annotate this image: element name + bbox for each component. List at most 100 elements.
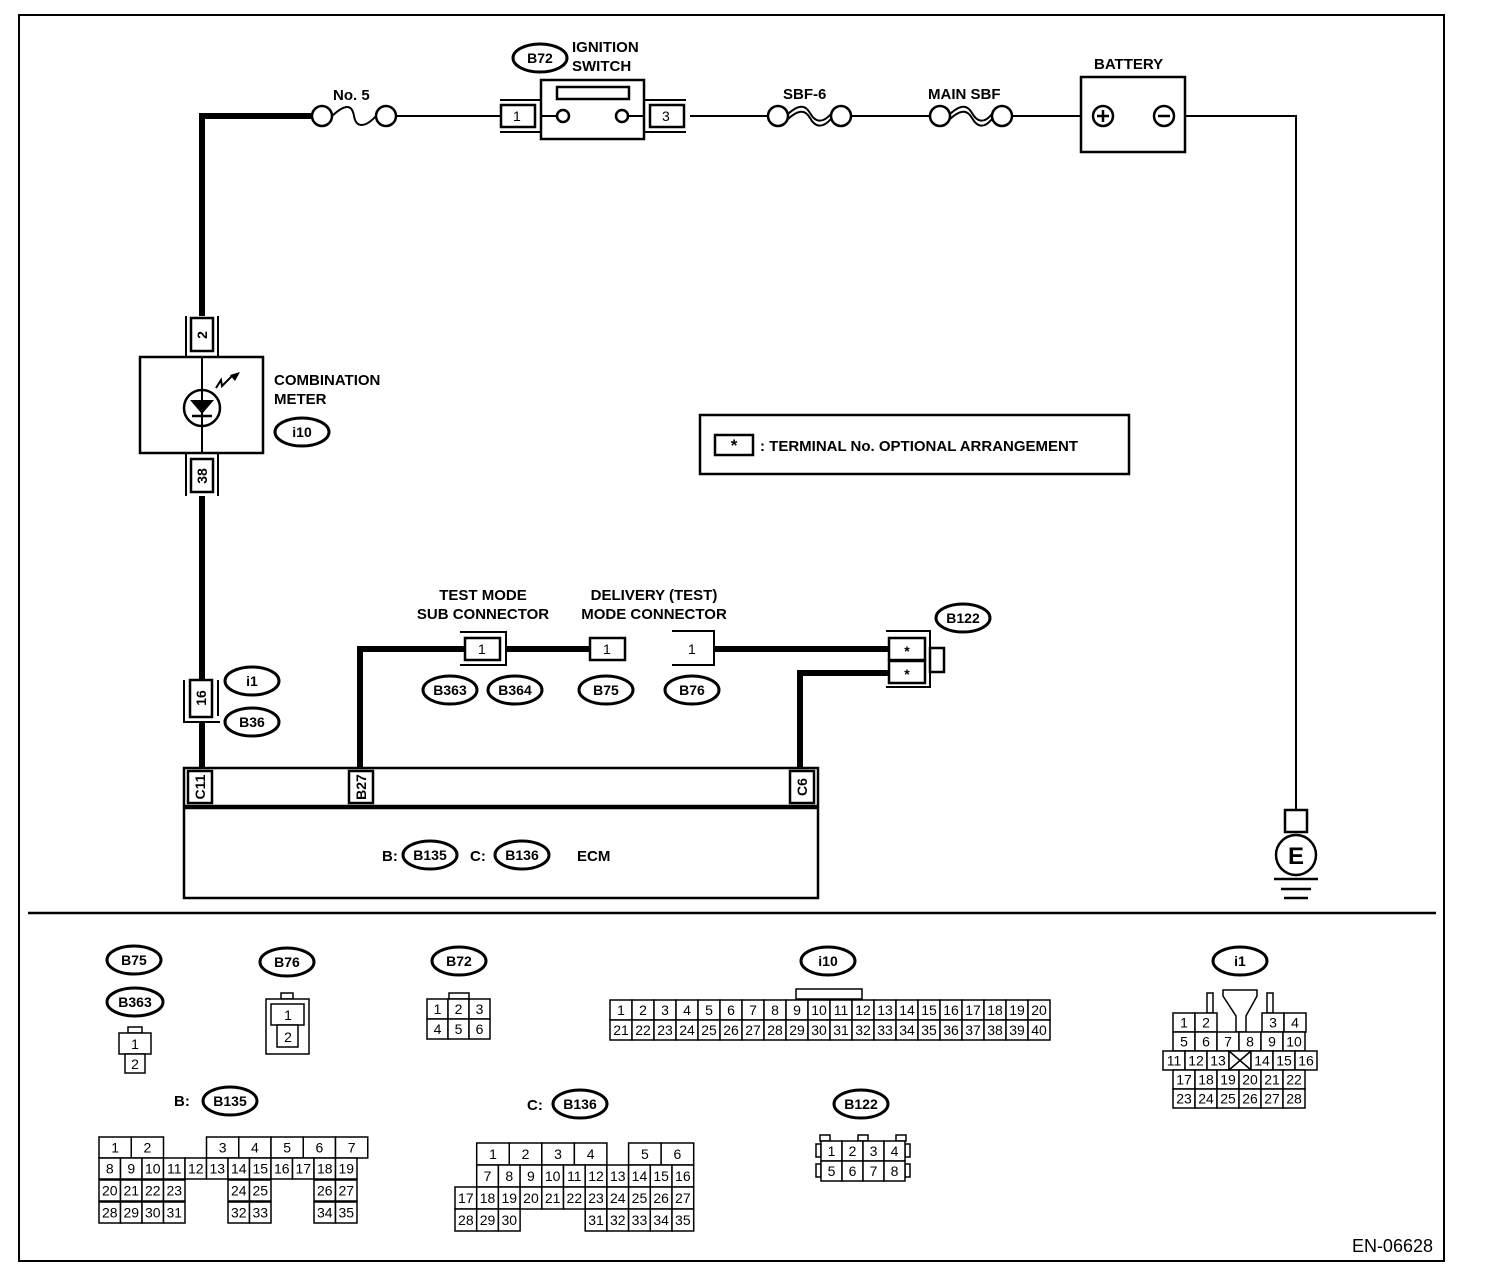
power-wiring xyxy=(199,113,1297,810)
view-b135-cell xyxy=(248,1179,272,1202)
combination-meter: 2 38 COMBINATION METER i10 xyxy=(138,316,380,496)
view-b135-pin-label: 7 xyxy=(348,1140,356,1156)
view-b136-pin-label: 26 xyxy=(653,1190,669,1206)
view-b135-pin-label: 24 xyxy=(231,1183,247,1199)
view-b72-cell xyxy=(468,1018,491,1040)
ignition-pin-3: 3 xyxy=(662,108,670,124)
view-i10-pin-label: 20 xyxy=(1031,1002,1047,1018)
view-b136-pin-label: 2 xyxy=(522,1146,530,1162)
view-b135-pin-label: 25 xyxy=(252,1183,268,1199)
view-i10-pin-label: 32 xyxy=(855,1022,871,1038)
view-b135-cell xyxy=(334,1201,358,1224)
view-i1-pin-label: 5 xyxy=(1180,1034,1188,1050)
view-b136-pin-label: 32 xyxy=(610,1212,626,1228)
view-b76-tag: B76 xyxy=(274,954,300,970)
view-b135-pin-label: 12 xyxy=(188,1161,204,1177)
view-b135-pin-label: 6 xyxy=(315,1140,323,1156)
view-i1-pin-label: 4 xyxy=(1291,1015,1299,1031)
view-b136-pin-label: 18 xyxy=(480,1190,496,1206)
view-i1-pin-label: 23 xyxy=(1176,1091,1192,1107)
view-i10-pin-label: 26 xyxy=(723,1022,739,1038)
view-i10-pin-label: 16 xyxy=(943,1002,959,1018)
view-b135-pin-label: 10 xyxy=(145,1161,161,1177)
view-b135-pin-label: 31 xyxy=(166,1205,182,1221)
view-b72-pin-label: 2 xyxy=(455,1001,463,1017)
view-i1-pin-label: 20 xyxy=(1242,1072,1258,1088)
test-mode-sub-connector: 1 TEST MODE SUB CONNECTOR B363 B364 xyxy=(417,587,549,706)
view-b136-pin-label: 5 xyxy=(641,1146,649,1162)
view-i10-pin-label: 17 xyxy=(965,1002,981,1018)
view-b135-pin-label: 19 xyxy=(338,1161,354,1177)
view-b136-pin-label: 25 xyxy=(632,1190,648,1206)
joint-pin-16: 16 xyxy=(193,690,209,706)
view-b136-pin-label: 11 xyxy=(567,1168,582,1184)
view-b136-pin-label: 30 xyxy=(501,1212,517,1228)
meter-pin-2: 2 xyxy=(194,331,210,339)
view-i1-pin-label: 10 xyxy=(1286,1034,1302,1050)
view-b136-pin-label: 4 xyxy=(587,1146,595,1162)
view-i1-pin-label: 8 xyxy=(1246,1034,1254,1050)
view-b122-pin-label: 4 xyxy=(891,1143,899,1159)
view-i1-tag: i1 xyxy=(1234,953,1246,969)
view-b135-pin-label: 14 xyxy=(231,1161,247,1177)
diagram-frame xyxy=(18,14,1445,1262)
main-sbf-fuse: MAIN SBF xyxy=(928,86,1014,128)
view-i10-pin-label: 10 xyxy=(811,1002,827,1018)
view-b72-tag: B72 xyxy=(446,953,472,969)
view-i10-pin-label: 30 xyxy=(811,1022,827,1038)
view-i10-pin-label: 1 xyxy=(617,1002,625,1018)
view-b136-cell xyxy=(671,1208,695,1232)
view-b136-pin-label: 24 xyxy=(610,1190,626,1206)
view-i10-pin-label: 11 xyxy=(834,1002,849,1018)
fuse-no5: No. 5 xyxy=(310,87,398,128)
test-sub-tag-b364: B364 xyxy=(498,682,532,698)
view-b135-pin-label: 11 xyxy=(167,1161,182,1177)
view-b76-pin: 1 xyxy=(284,1007,292,1023)
view-i1-pin-label: 19 xyxy=(1220,1072,1236,1088)
b122-pin-bottom: * xyxy=(904,666,910,682)
ignition-switch: 1 3 B72 IGNITION SWITCH xyxy=(499,39,686,141)
view-i1-cell xyxy=(1282,1088,1306,1109)
view-b122-pin-label: 3 xyxy=(870,1143,878,1159)
ignition-label-1: IGNITION xyxy=(572,39,639,56)
view-i10-pin-label: 25 xyxy=(701,1022,717,1038)
view-b72-pin-label: 5 xyxy=(455,1021,463,1037)
view-i10-pin-label: 34 xyxy=(899,1022,915,1038)
view-i10-pin-label: 14 xyxy=(899,1002,915,1018)
view-b135-cell xyxy=(162,1179,186,1202)
view-b135-pin-label: 29 xyxy=(123,1205,139,1221)
view-b135-pin-label: 33 xyxy=(252,1205,268,1221)
joint-tag-b36: B36 xyxy=(239,714,265,730)
view-b135-pin-label: 23 xyxy=(166,1183,182,1199)
view-i10-pin-label: 12 xyxy=(855,1002,871,1018)
view-b76: B76 1 2 xyxy=(258,946,316,1055)
view-i1-pin-label: 1 xyxy=(1180,1015,1188,1031)
view-b122-pin-label: 8 xyxy=(891,1163,899,1179)
view-i10-pin-label: 22 xyxy=(635,1022,651,1038)
joint-connector-i1-b36: 16 i1 B36 xyxy=(183,665,281,738)
view-i10-pin-label: 6 xyxy=(727,1002,735,1018)
view-b135-pin-label: 8 xyxy=(106,1161,114,1177)
test-sub-label-1: TEST MODE xyxy=(439,587,527,604)
ecm-pin-c6: C6 xyxy=(794,778,810,796)
view-i10-pin-label: 39 xyxy=(1009,1022,1025,1038)
view-i1-pin-label: 28 xyxy=(1286,1091,1302,1107)
view-i1-pin-label: 16 xyxy=(1298,1053,1314,1069)
view-i1-pin-label: 7 xyxy=(1224,1034,1232,1050)
view-i10-pin-label: 24 xyxy=(679,1022,695,1038)
view-b136-pin-label: 34 xyxy=(653,1212,669,1228)
ecm-b-prefix: B: xyxy=(382,848,398,865)
view-i1-pin-label: 25 xyxy=(1220,1091,1236,1107)
delivery-label-2: MODE CONNECTOR xyxy=(581,606,727,623)
view-i1-pin-label: 12 xyxy=(1188,1053,1204,1069)
view-b122-pin-label: 6 xyxy=(849,1163,857,1179)
view-b136-pin-label: 9 xyxy=(527,1168,535,1184)
view-b136-pin-label: 29 xyxy=(480,1212,496,1228)
view-i1-pin-label: 9 xyxy=(1268,1034,1276,1050)
ground-label: E xyxy=(1288,843,1304,870)
view-b135-pin-label: 1 xyxy=(111,1140,119,1156)
view-b122-pin-label: 5 xyxy=(828,1163,836,1179)
